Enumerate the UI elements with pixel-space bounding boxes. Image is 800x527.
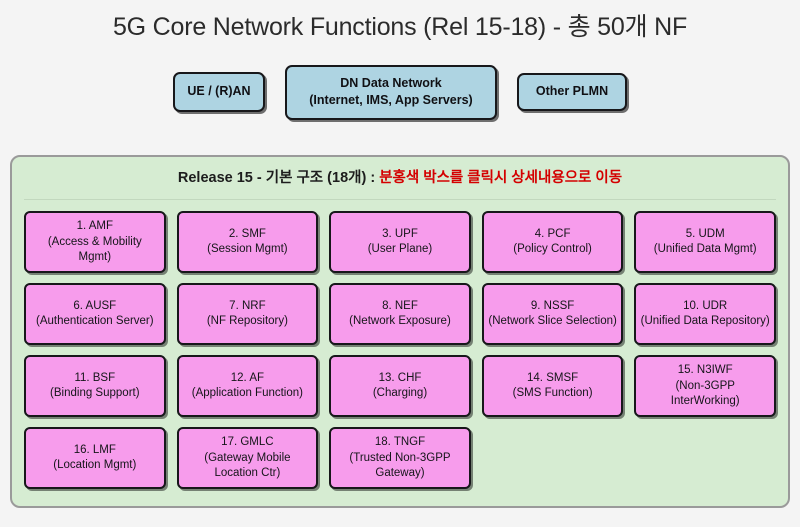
nf-box-description: (Authentication Server) <box>35 315 154 328</box>
nf-box-description: (Trusted Non-3GPP Gateway) <box>349 451 451 480</box>
nf-box[interactable]: 15. N3IWF (Non-3GPP InterWorking) <box>634 355 776 418</box>
nf-box[interactable]: 3. UPF (User Plane) <box>329 211 471 274</box>
nf-box-name: 2. SMF <box>228 228 266 241</box>
nf-box-name: 6. AUSF <box>73 300 117 313</box>
nf-box-description: (NF Repository) <box>206 315 288 328</box>
nf-box[interactable]: 4. PCF (Policy Control) <box>481 211 624 274</box>
nf-box-name: 11. BSF <box>74 372 116 385</box>
nf-box-description: (Non-3GPP InterWorking) <box>670 379 740 408</box>
external-box-ue-ran-label: UE / (R)AN <box>187 84 251 99</box>
nf-box[interactable]: 12. AF (Application Function) <box>176 355 319 418</box>
external-box-dn-data-network[interactable]: DN Data Network (Internet, IMS, App Serv… <box>285 64 497 120</box>
nf-box-name: 16. LMF <box>73 444 116 457</box>
nf-box-description: (Location Mgmt) <box>53 459 137 472</box>
nf-box[interactable]: 14. SMSF (SMS Function) <box>481 355 624 418</box>
external-box-other-plmn-label: Other PLMN <box>535 84 609 99</box>
nf-box[interactable]: 17. GMLC (Gateway Mobile Location Ctr) <box>176 427 319 490</box>
nf-box-description: (User Plane) <box>367 243 433 256</box>
release-header-main-text: Release 15 - 기본 구조 (18개) : <box>177 170 380 186</box>
nf-box[interactable]: 18. TNGF (Trusted Non-3GPP Gateway) <box>329 427 471 490</box>
nf-box-name: 12. AF <box>230 372 265 385</box>
nf-box[interactable]: 7. NRF (NF Repository) <box>176 283 319 346</box>
nf-box[interactable]: 2. SMF (Session Mgmt) <box>176 211 319 274</box>
nf-box-description: (Application Function) <box>191 387 303 400</box>
external-entities-row: UE / (R)AN DN Data Network (Internet, IM… <box>0 64 800 120</box>
external-box-other-plmn[interactable]: Other PLMN <box>517 73 627 111</box>
nf-box-name: 8. NEF <box>382 300 418 313</box>
nf-box-description: (Policy Control) <box>513 243 592 256</box>
nf-box-description: (Network Exposure) <box>349 315 451 328</box>
nf-box-name: 13. CHF <box>378 372 422 385</box>
nf-box-name: 5. UDM <box>685 228 725 241</box>
nf-box[interactable]: 9. NSSF (Network Slice Selection) <box>481 283 624 346</box>
external-box-ue-ran[interactable]: UE / (R)AN <box>173 72 265 112</box>
release-header-accent-text: 분홍색 박스를 클릭시 상세내용으로 이동 <box>379 170 623 186</box>
external-box-dn-subtitle: (Internet, IMS, App Servers) <box>309 93 473 107</box>
page-title: 5G Core Network Functions (Rel 15-18) - … <box>112 13 688 41</box>
nf-box-name: 1. AMF <box>76 220 114 233</box>
nf-box-description: (Session Mgmt) <box>207 243 288 256</box>
network-function-grid: 1. AMF (Access & Mobility Mgmt) 2. SMF (Ses… <box>24 200 776 490</box>
nf-box-name: 15. N3IWF <box>677 364 733 377</box>
nf-box-name: 7. NRF <box>229 300 266 313</box>
nf-box-description: (Gateway Mobile Location Ctr) <box>204 451 291 480</box>
nf-box-name: 18. TNGF <box>374 436 426 449</box>
nf-box-description: (SMS Function) <box>512 387 593 400</box>
release-15-panel: Release 15 - 기본 구조 (18개) : 분홍색 박스를 클릭시 상… <box>10 155 790 508</box>
nf-box-description: (Unified Data Mgmt) <box>653 243 757 256</box>
nf-box-description: (Binding Support) <box>50 387 140 400</box>
nf-box[interactable]: 5. UDM (Unified Data Mgmt) <box>634 211 776 274</box>
nf-box[interactable]: 6. AUSF (Authentication Server) <box>24 283 166 346</box>
nf-box-name: 9. NSSF <box>530 300 575 313</box>
nf-box[interactable]: 10. UDR (Unified Data Repository) <box>634 283 776 346</box>
nf-box-name: 10. UDR <box>683 300 728 313</box>
nf-box-name: 14. SMSF <box>527 372 579 385</box>
nf-box[interactable]: 11. BSF (Binding Support) <box>24 355 166 418</box>
nf-box-description: (Network Slice Selection) <box>488 315 617 328</box>
nf-box[interactable]: 1. AMF (Access & Mobility Mgmt) <box>24 211 166 274</box>
nf-box-description: (Charging) <box>372 387 428 400</box>
nf-box-name: 17. GMLC <box>221 436 274 449</box>
external-box-dn-title: DN Data Network <box>340 75 442 90</box>
nf-box-description: (Access & Mobility Mgmt) <box>47 235 142 264</box>
nf-box[interactable]: 16. LMF (Location Mgmt) <box>24 427 166 490</box>
nf-box-name: 4. PCF <box>534 228 571 241</box>
nf-box-description: (Unified Data Repository) <box>640 315 770 328</box>
release-panel-header: Release 15 - 기본 구조 (18개) : 분홍색 박스를 클릭시 상… <box>24 157 776 201</box>
nf-box[interactable]: 13. CHF (Charging) <box>329 355 471 418</box>
nf-box[interactable]: 8. NEF (Network Exposure) <box>329 283 471 346</box>
nf-box-name: 3. UPF <box>382 228 418 241</box>
